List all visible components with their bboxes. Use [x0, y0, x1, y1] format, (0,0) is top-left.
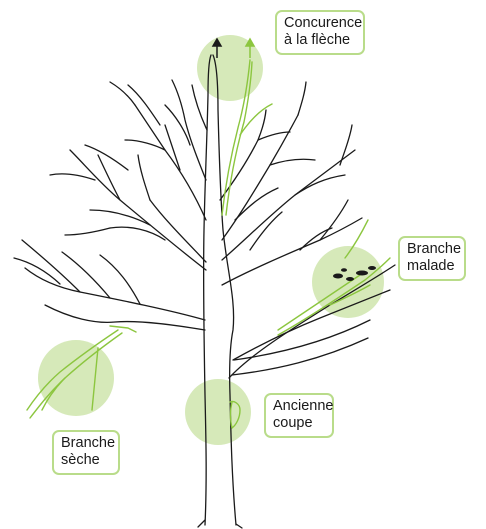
label-branche-seche: Branche sèche — [52, 430, 120, 475]
label-concurrence-line1: Concurence — [284, 15, 356, 32]
highlight-ancienne — [185, 379, 251, 445]
label-seche-line2: sèche — [61, 452, 111, 469]
label-ancienne-line1: Ancienne — [273, 398, 325, 415]
label-concurrence-fleche: Concurence à la flèche — [275, 10, 365, 55]
label-ancienne-line2: coupe — [273, 415, 325, 432]
left-lower-limb-under — [45, 305, 205, 330]
highlight-seche — [38, 340, 114, 416]
label-ancienne-coupe: Ancienne coupe — [264, 393, 334, 438]
label-seche-line1: Branche — [61, 435, 111, 452]
label-malade-line2: malade — [407, 258, 457, 275]
label-concurrence-line2: à la flèche — [284, 32, 356, 49]
label-malade-line1: Branche — [407, 241, 457, 258]
right-lower-limb — [232, 320, 370, 375]
trunk-right-edge — [213, 55, 236, 525]
left-lower-limb — [25, 268, 205, 320]
right-mid-branch — [222, 150, 355, 260]
label-branche-malade: Branche malade — [398, 236, 466, 281]
